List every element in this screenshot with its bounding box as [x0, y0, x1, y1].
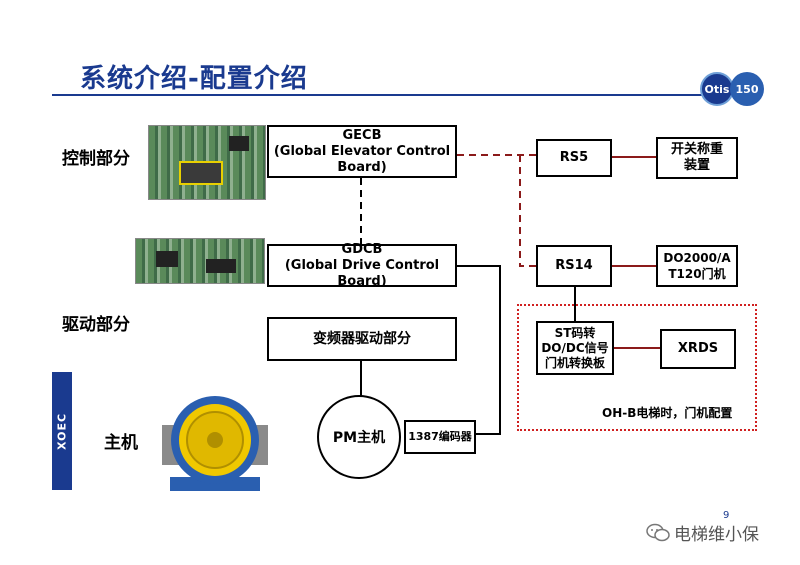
- gecb-board-image: [148, 125, 266, 200]
- page-number: 9: [723, 510, 730, 521]
- rs5-box: RS5: [536, 139, 612, 177]
- pm-motor-circle: PM主机: [317, 395, 401, 479]
- traction-machine-image: [162, 396, 268, 491]
- wechat-icon: [646, 523, 670, 541]
- side-brand-strip: XOEC: [52, 372, 72, 490]
- encoder-box: 1387编码器: [404, 420, 476, 454]
- gdcb-board-image: [135, 238, 265, 284]
- anniversary-logo: 150: [730, 72, 764, 106]
- door-config-region: [517, 304, 757, 431]
- label-machine: 主机: [104, 433, 138, 453]
- label-drive: 驱动部分: [62, 315, 130, 335]
- line-gecb-rs14: [519, 155, 536, 267]
- rs14-box: RS14: [536, 245, 612, 287]
- door-controller-box: DO2000/A T120门机: [656, 245, 738, 287]
- title-divider: [52, 94, 712, 96]
- inverter-drive-box: 变频器驱动部分: [267, 317, 457, 361]
- weighing-device-box: 开关称重 装置: [656, 137, 738, 179]
- door-config-note: OH-B电梯时，门机配置: [602, 406, 733, 420]
- st-converter-board-box: ST码转 DO/DC信号 门机转换板: [536, 321, 614, 375]
- label-control: 控制部分: [62, 149, 130, 169]
- page-title: 系统介绍-配置介绍: [80, 64, 308, 94]
- gdcb-box: GDCB (Global Drive Control Board): [267, 242, 457, 289]
- line-gdcb-encoder: [457, 265, 501, 435]
- watermark-text: 电梯维小保: [674, 525, 759, 545]
- otis-logo: Otis: [700, 72, 734, 106]
- xrds-box: XRDS: [660, 329, 736, 369]
- watermark: 电梯维小保: [646, 520, 759, 545]
- gecb-box: GECB (Global Elevator Control Board): [267, 125, 457, 178]
